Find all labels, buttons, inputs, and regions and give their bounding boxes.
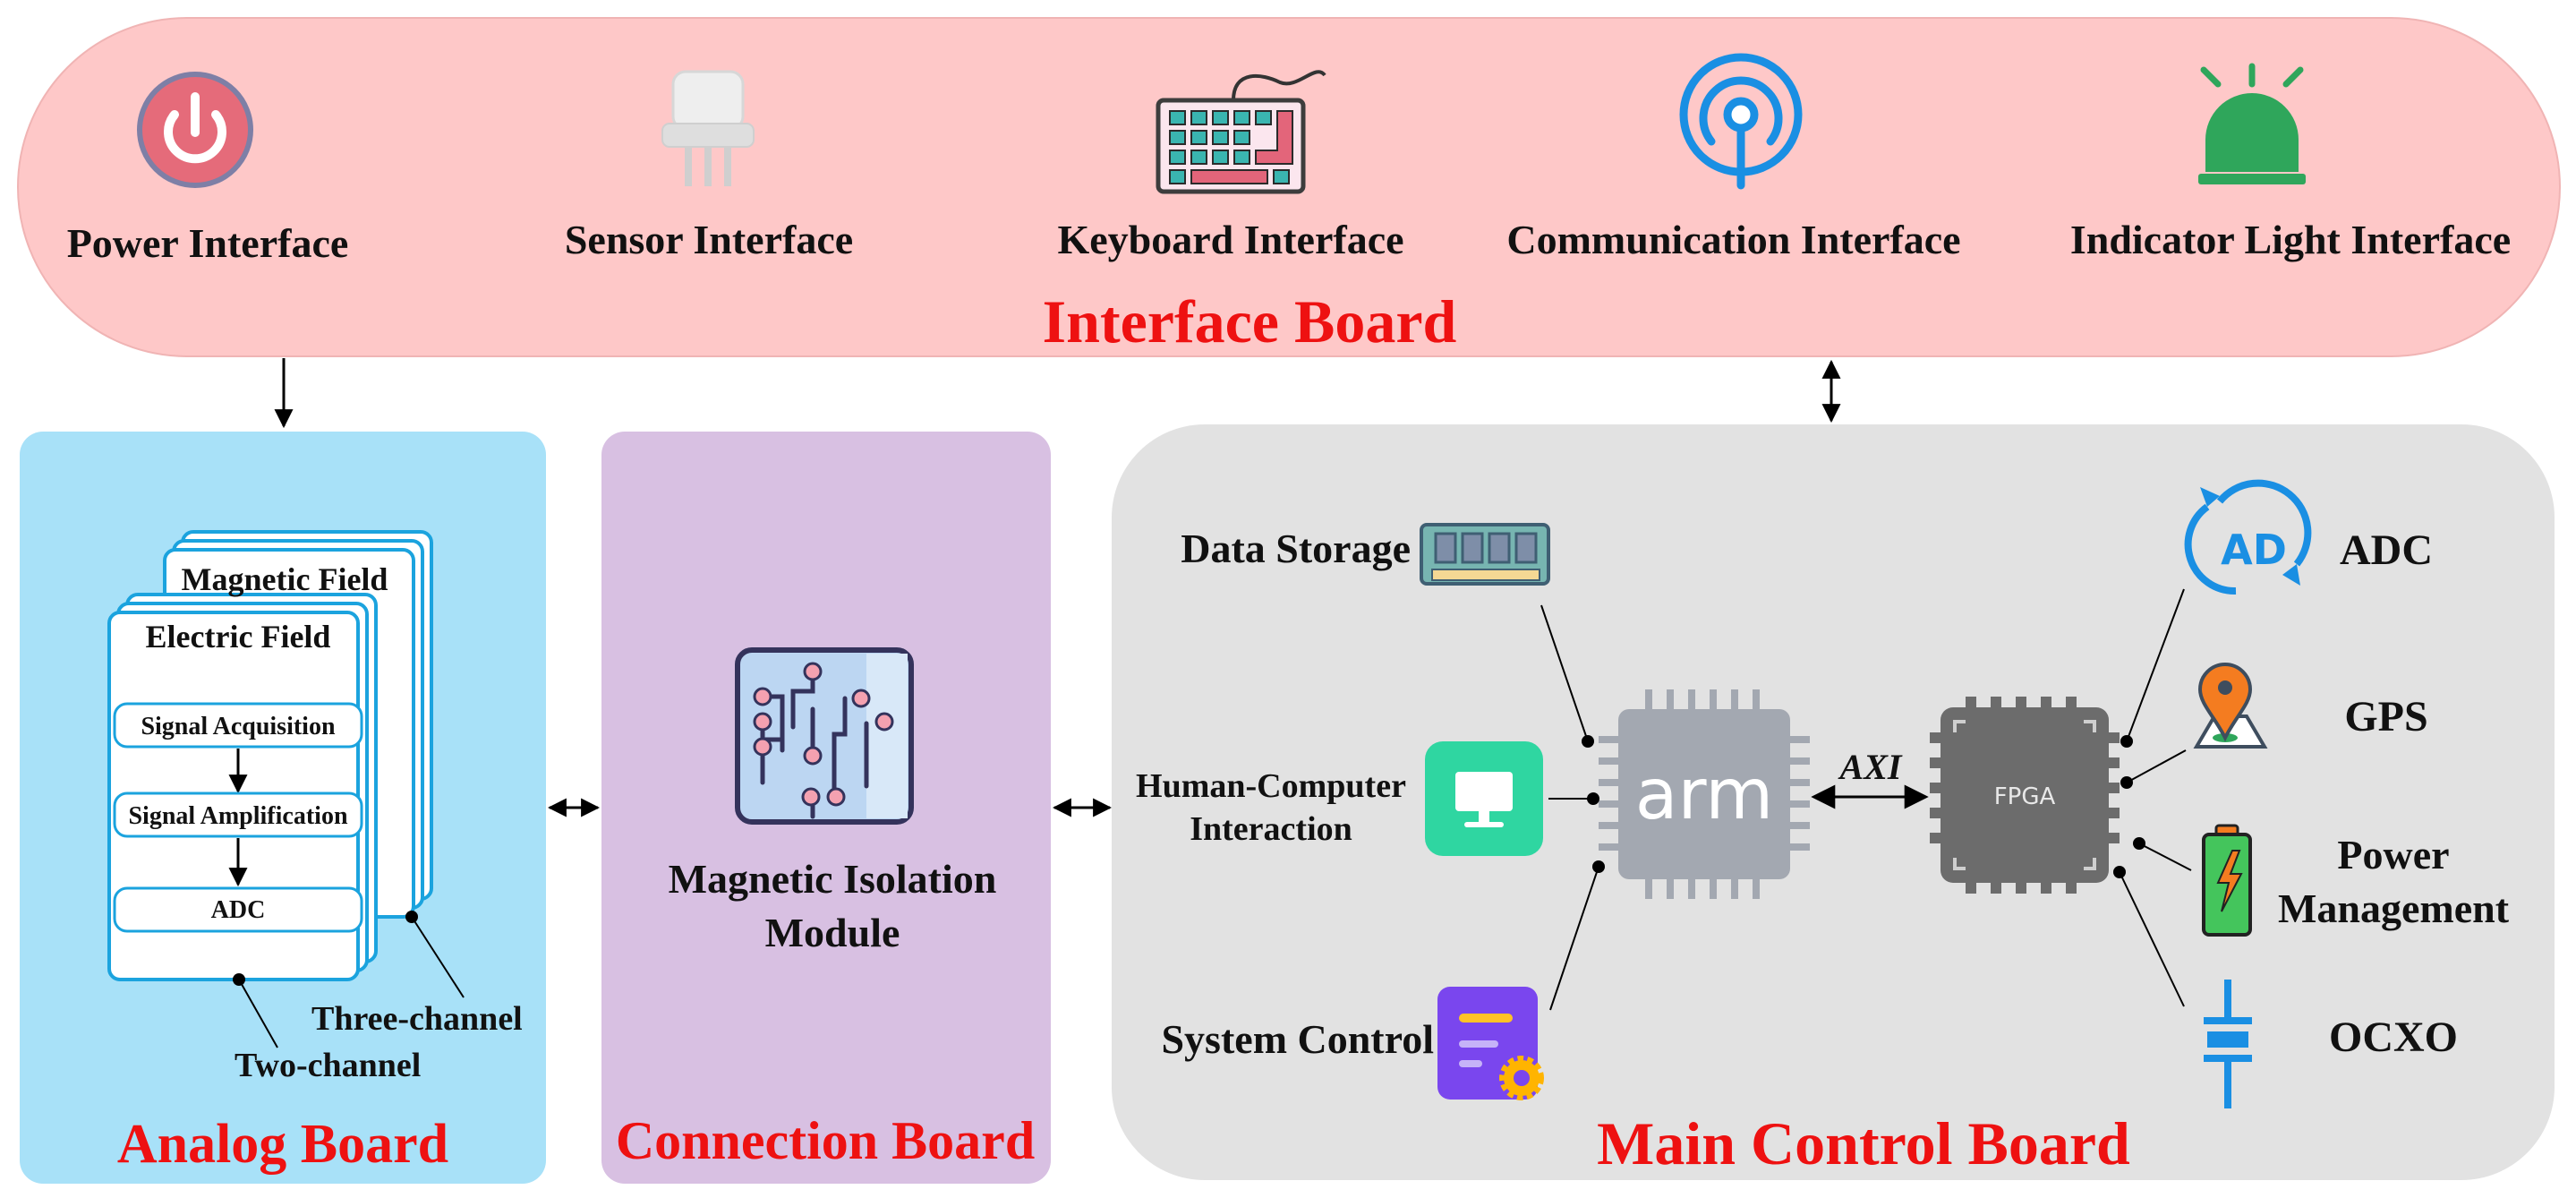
indicator-light-interface-label: Indicator Light Interface [2070, 217, 2511, 262]
signal-acquisition-box [113, 702, 363, 749]
adc-label: ADC [2340, 526, 2433, 574]
two-channel-label: Two-channel [235, 1047, 421, 1084]
interface-board: Power Interface Sensor Interface Keyboar… [17, 17, 2561, 357]
keyboard-interface-label: Keyboard Interface [1057, 217, 1403, 262]
signal-amplification-box [113, 792, 363, 838]
crystal-oscillator-icon [2204, 980, 2252, 1108]
analog-board-title: Analog Board [117, 1114, 448, 1175]
connection-board: Magnetic Isolation Module Connection Boa… [601, 432, 1051, 1184]
three-channel-label: Three-channel [311, 1000, 523, 1038]
arm-chip-icon [1599, 689, 1810, 899]
two-channel-dot [233, 973, 245, 986]
channel-leader-lines [238, 916, 465, 1048]
main-board-connectors [1540, 588, 2192, 1011]
keyboard-icon [1156, 70, 1326, 194]
memory-icon [1420, 523, 1550, 586]
three-channel-dot [405, 911, 418, 923]
arm-label: arm [1635, 755, 1773, 835]
system-control-label: System Control [1161, 1016, 1434, 1062]
adc-icon [2184, 479, 2312, 595]
antenna-icon [1679, 53, 1803, 190]
electric-field-label: Electric Field [146, 619, 331, 655]
axi-label: AXI [1838, 747, 1903, 787]
analog-adc-box [113, 886, 363, 933]
signal-acquisition-label: Signal Acquisition [141, 713, 336, 740]
hci-label-line1: Human-Computer [1136, 767, 1406, 805]
main-board-title: Main Control Board [1597, 1109, 2130, 1177]
fpga-chip-icon [1930, 697, 2120, 894]
power-management-line1: Power [2337, 832, 2449, 877]
power-button-icon [137, 72, 253, 188]
power-management-line2: Management [2278, 886, 2510, 931]
gps-map-pin-icon [2193, 663, 2268, 749]
magnetic-isolation-line1: Magnetic Isolation [669, 856, 997, 902]
settings-document-icon [1437, 987, 1544, 1100]
sensor-interface-label: Sensor Interface [565, 217, 853, 262]
interface-board-title: Interface Board [1043, 287, 1457, 355]
main-control-board: Data Storage Human-Computer Interaction … [1112, 424, 2555, 1180]
hci-label-line2: Interaction [1190, 810, 1352, 848]
magnetic-field-label: Magnetic Field [182, 561, 388, 597]
fpga-corner-marks [1953, 720, 2096, 870]
data-storage-label: Data Storage [1181, 526, 1411, 571]
battery-icon [2202, 824, 2252, 937]
analog-adc-label: ADC [211, 896, 266, 924]
ocxo-label: OCXO [2329, 1014, 2458, 1061]
connector-dots [1582, 735, 2145, 878]
communication-interface-label: Communication Interface [1506, 217, 1960, 262]
gps-label: GPS [2344, 693, 2427, 740]
analog-board: Magnetic Field Electric Field Signal Acq… [20, 432, 546, 1184]
adc-icon-text: AD [2221, 526, 2287, 574]
signal-amplification-label: Signal Amplification [128, 802, 347, 830]
circuit-board-icon [735, 647, 914, 825]
sensor-icon [661, 70, 755, 186]
magnetic-isolation-line2: Module [765, 910, 900, 955]
connection-board-title: Connection Board [616, 1111, 1035, 1170]
indicator-light-icon [2198, 63, 2306, 184]
monitor-icon [1425, 741, 1543, 856]
fpga-label: FPGA [1994, 783, 2056, 810]
power-interface-label: Power Interface [67, 220, 349, 266]
